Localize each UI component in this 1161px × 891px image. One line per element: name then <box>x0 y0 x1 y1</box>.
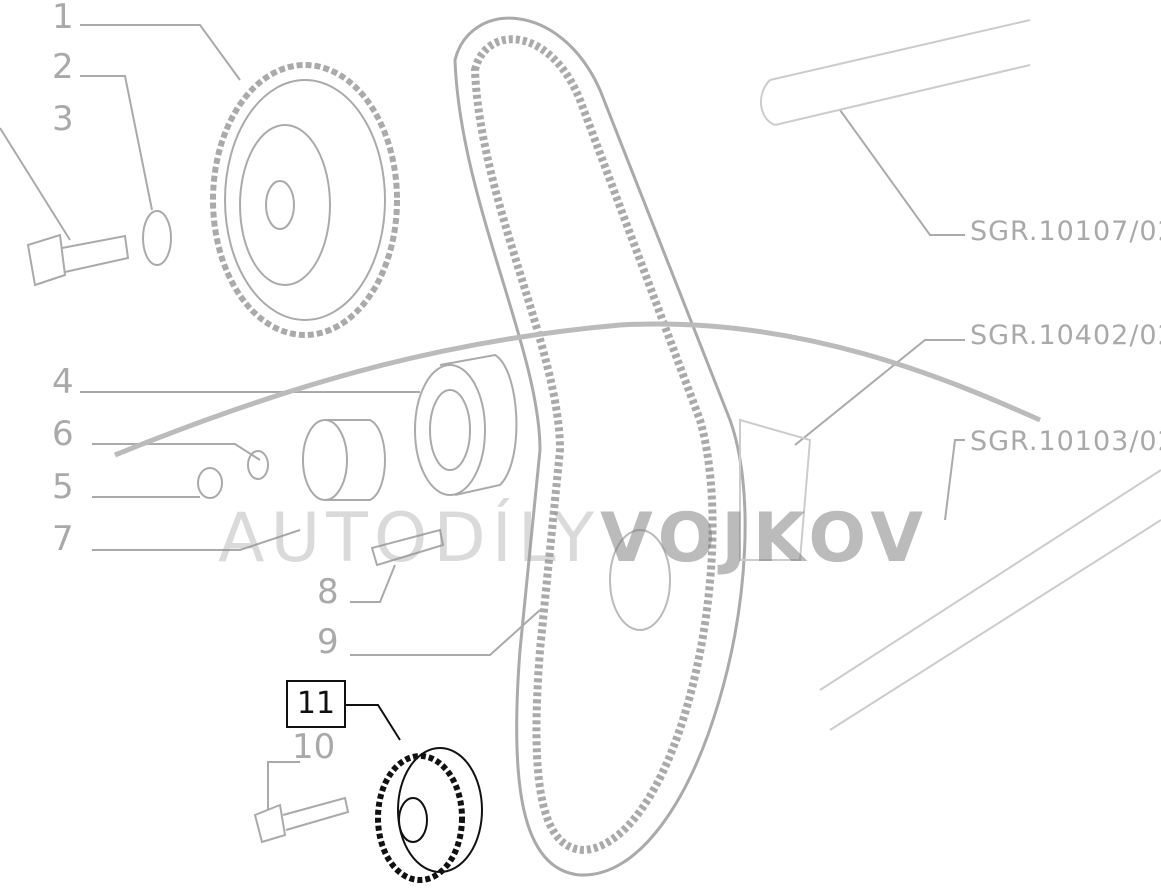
small-washer <box>247 450 269 480</box>
watermark-part1: AUTODÍLY <box>218 499 601 578</box>
callout-2: 2 <box>52 47 74 87</box>
callout-5: 5 <box>52 467 74 507</box>
washer <box>142 210 172 266</box>
callout-4: 4 <box>52 362 74 402</box>
crank-bolt <box>253 796 350 844</box>
tensioner-pulley <box>414 353 518 496</box>
nut <box>197 467 223 499</box>
bolt <box>26 233 130 287</box>
callout-3: 3 <box>52 99 74 139</box>
tensioner-hub <box>302 419 386 501</box>
watermark-part2: VOJKOV <box>600 499 929 578</box>
crankshaft <box>739 418 1161 731</box>
callout-10: 10 <box>292 727 336 767</box>
callout-1: 1 <box>52 0 74 37</box>
timing-belt <box>453 16 747 877</box>
camshaft <box>760 19 1031 126</box>
reference-crankshaft[interactable]: SGR.10103/02 <box>970 426 1161 457</box>
camshaft-sprocket <box>210 62 400 338</box>
callout-7: 7 <box>52 519 74 559</box>
stud <box>370 528 445 567</box>
leader-lines <box>0 24 965 810</box>
watermark-swoosh <box>114 321 1042 458</box>
crankshaft-sprocket <box>375 747 483 883</box>
callout-6: 6 <box>52 414 74 454</box>
watermark: AUTODÍLYVOJKOV <box>218 505 929 573</box>
callout-9: 9 <box>317 622 339 662</box>
callout-8: 8 <box>317 572 339 612</box>
reference-camshaft[interactable]: SGR.10107/02 <box>970 216 1161 247</box>
reference-seal[interactable]: SGR.10402/02 <box>970 320 1161 351</box>
callout-11-highlighted[interactable]: 11 <box>286 680 346 728</box>
